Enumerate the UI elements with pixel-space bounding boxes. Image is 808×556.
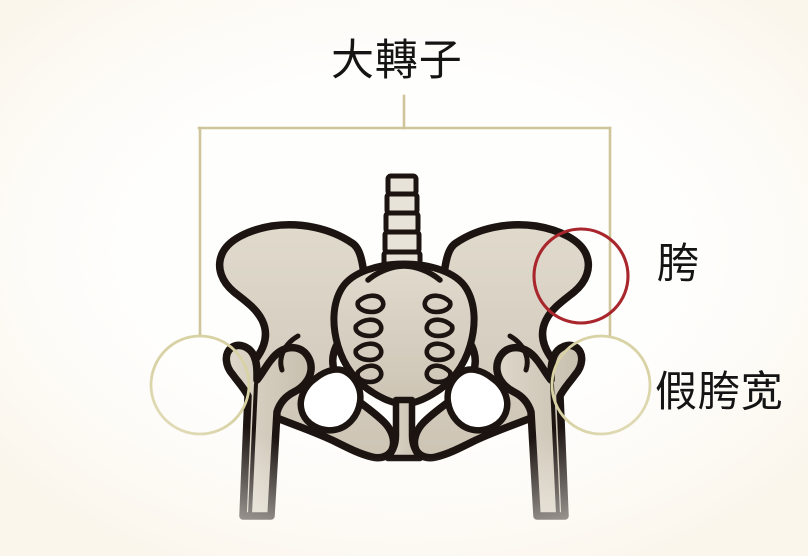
label-greater-trochanter: 大轉子 (331, 37, 463, 85)
label-hip: 胯 (657, 240, 700, 287)
label-false-hip-width: 假胯宽 (655, 368, 784, 415)
